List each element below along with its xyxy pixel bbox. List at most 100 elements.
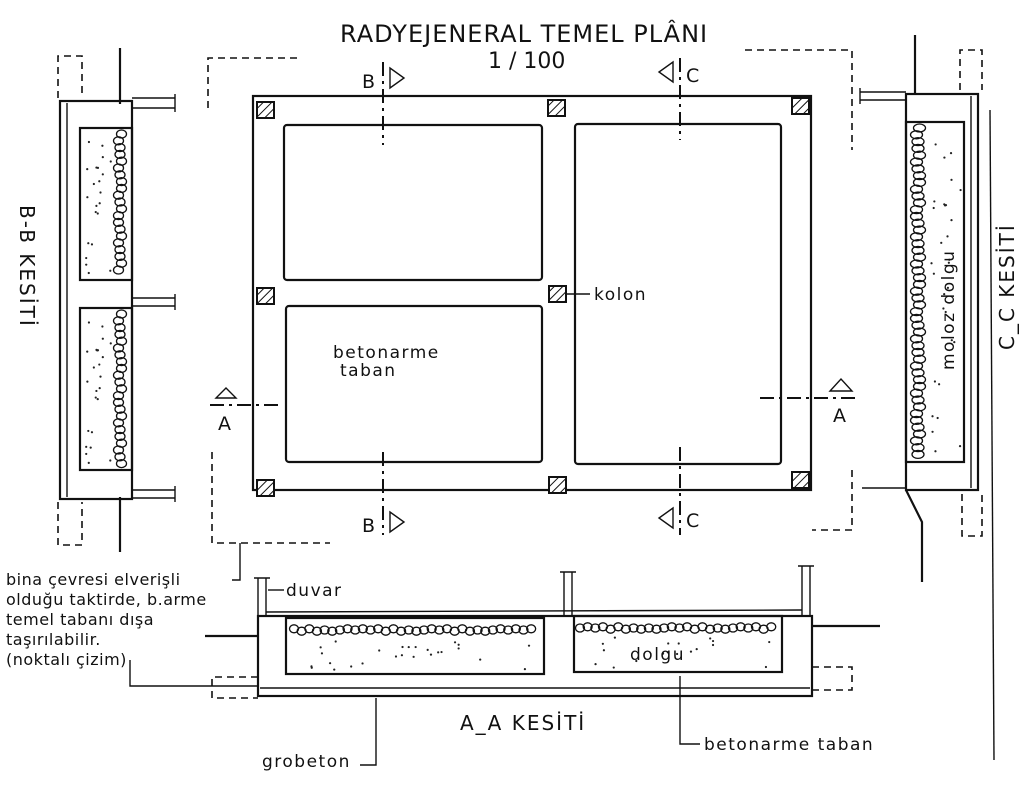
section-mark-a-left: A — [218, 413, 231, 435]
section-aa: duvar dolgu A_A KESİTİ grobeton betonarm… — [205, 565, 880, 772]
section-arrow-b-bottom — [389, 510, 406, 534]
column-1 — [256, 101, 275, 119]
rubble-stone — [628, 623, 639, 633]
rubble-stone — [311, 626, 323, 636]
sand-dot — [85, 263, 88, 266]
rubble-stone — [114, 197, 126, 207]
sand-dot — [86, 350, 89, 353]
rubble-stone — [912, 374, 927, 385]
sand-dot — [426, 648, 429, 652]
sand-dot — [947, 261, 950, 264]
sand-dot — [334, 640, 337, 643]
sand-dot — [635, 659, 638, 663]
rubble-stone — [911, 449, 925, 460]
aa-lean-label: grobeton — [262, 752, 351, 772]
rubble-stone — [911, 368, 925, 378]
aa-wall-label: duvar — [286, 581, 343, 601]
sand-dot — [930, 262, 933, 265]
sand-dot — [394, 655, 398, 658]
sand-dot — [950, 219, 953, 222]
slab-label-line-2: taban — [340, 361, 397, 381]
sand-dot — [709, 637, 712, 640]
sand-dot — [695, 648, 698, 651]
sand-dot — [109, 160, 112, 163]
sand-dot — [400, 654, 404, 657]
rubble-stone — [114, 224, 126, 234]
rubble-stone — [411, 626, 422, 636]
sand-dot — [959, 188, 962, 192]
rubble-stone — [666, 622, 677, 632]
drawing-scale: 1 / 100 — [488, 49, 565, 74]
sand-dot — [99, 191, 102, 194]
rubble-stone — [472, 625, 483, 635]
sand-dot — [934, 450, 937, 453]
sand-dot — [943, 204, 947, 207]
sand-dot — [95, 166, 98, 169]
sand-dot — [953, 341, 956, 344]
section-mark-b-bottom: B — [362, 515, 375, 537]
rubble-stone — [909, 408, 924, 419]
plan-panel-bottom-left — [284, 304, 544, 464]
sand-dot — [946, 235, 949, 238]
section-mark-b-top: B — [362, 71, 375, 93]
rubble-stone — [112, 445, 125, 455]
rubble-stone — [590, 623, 601, 633]
sand-dot — [85, 452, 88, 456]
sand-dot — [457, 647, 460, 650]
rubble-stone — [911, 191, 925, 201]
column-8 — [791, 471, 810, 489]
sand-dot — [94, 396, 97, 399]
cc-edge-line — [989, 109, 995, 761]
sand-dot — [401, 645, 404, 649]
rubble-stone — [911, 266, 925, 276]
sand-dot — [594, 663, 597, 666]
bb-extension-top — [57, 55, 83, 98]
rubble-stone — [911, 340, 925, 351]
rubble-stone — [720, 624, 731, 634]
sand-dot — [90, 431, 94, 434]
sand-dot — [95, 204, 98, 207]
sand-dot — [407, 645, 410, 649]
section-arrow-c-bottom — [657, 506, 674, 530]
rubble-stone — [464, 626, 476, 636]
rubble-stone — [909, 415, 924, 426]
aa-rubble-fill-left — [288, 624, 537, 671]
rubble-stone — [909, 204, 924, 215]
sand-dot — [932, 206, 935, 210]
rubble-stone — [112, 316, 125, 326]
slab-label-line-1: betonarme — [333, 343, 440, 363]
sand-dot — [89, 446, 92, 449]
aa-wall-middle — [560, 571, 576, 616]
rubble-stone — [112, 397, 125, 408]
rubble-stone — [727, 623, 739, 633]
rubble-stone — [114, 251, 126, 262]
sand-dot — [86, 380, 89, 383]
rubble-stone — [674, 623, 685, 633]
aa-cell-left — [284, 616, 546, 676]
plan-extension-outline-top-left — [207, 57, 300, 108]
aa-slab-outer — [256, 614, 814, 698]
column-7 — [548, 476, 567, 494]
sand-dot — [711, 643, 715, 647]
sand-dot — [523, 667, 527, 671]
rubble-stone — [114, 377, 126, 387]
column-6 — [256, 479, 275, 497]
sand-dot — [940, 241, 943, 244]
rubble-stone — [114, 322, 126, 333]
sand-dot — [328, 662, 332, 665]
section-bb: B-B KESİTİ — [15, 48, 176, 552]
plan-panel-top-left — [282, 123, 544, 282]
rubble-stone — [112, 217, 125, 228]
column-label: kolon — [594, 285, 647, 305]
sand-dot — [310, 666, 313, 669]
rubble-stone — [912, 272, 927, 283]
aa-wall-left — [254, 577, 270, 616]
rubble-stone — [911, 442, 925, 453]
rubble-stone — [510, 624, 521, 634]
bb-rubble-fill-bottom — [85, 309, 128, 469]
rubble-stone — [704, 624, 716, 634]
rubble-stone — [114, 244, 126, 255]
sand-dot — [90, 243, 94, 246]
sand-dot — [931, 415, 934, 418]
sand-dot — [527, 644, 531, 647]
